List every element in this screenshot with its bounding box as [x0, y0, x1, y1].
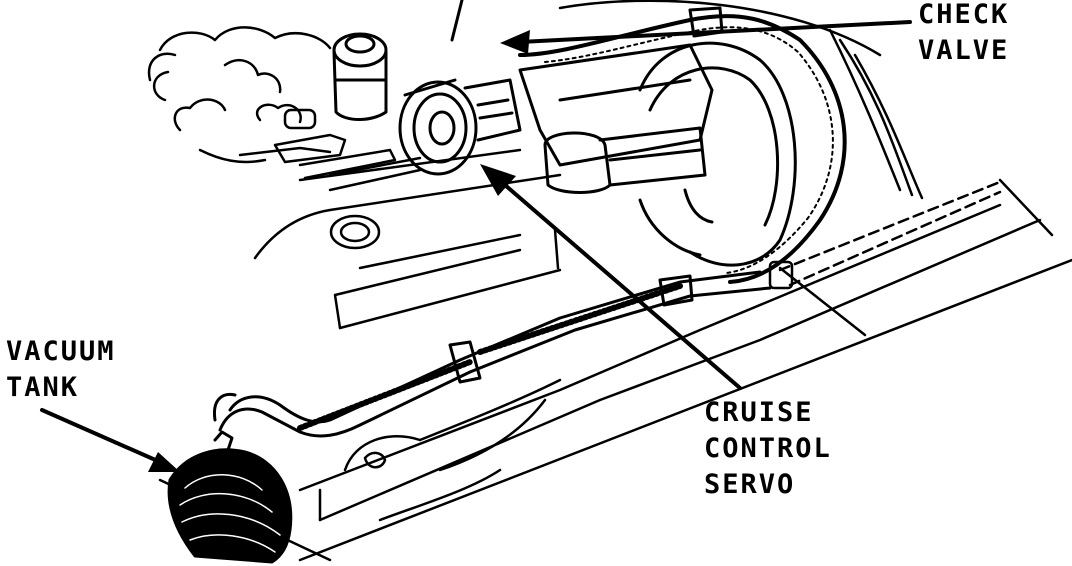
check-valve-leader — [518, 20, 912, 44]
servo-label-line-1: CRUISE — [704, 397, 814, 428]
vacuum-tank-leader — [40, 408, 162, 464]
vacuum-tank-label-line-1: VACUUM — [6, 336, 116, 367]
servo-label-line-2: CONTROL — [704, 433, 832, 464]
vacuum-tank-label-line-2: TANK — [6, 372, 80, 403]
check-valve-label: CHECK VALVE — [918, 0, 1009, 69]
check-valve-arrowhead — [500, 30, 530, 54]
master-cylinder — [518, 43, 714, 194]
check-valve-label-line-2: VALVE — [918, 35, 1010, 66]
firewall — [253, 148, 562, 330]
vacuum-tank-arrowhead — [148, 452, 180, 472]
cruise-control-servo — [398, 78, 522, 176]
fluid-reservoir — [332, 32, 388, 121]
servo-arrowhead — [480, 164, 516, 196]
leader-arrows — [40, 0, 912, 464]
brake-booster — [638, 41, 797, 267]
fender-edge — [558, 0, 924, 200]
vacuum-tank — [167, 430, 293, 564]
cruise-control-servo-label: CRUISE CONTROL SERVO — [704, 395, 832, 503]
vacuum-tank-label: VACUUM TANK — [6, 334, 116, 406]
frame-rail — [158, 203, 1072, 562]
servo-label-line-3: SERVO — [704, 469, 796, 500]
arrow-heads — [148, 30, 530, 472]
vacuum-hose-lower — [212, 270, 772, 438]
engine-carburetor — [147, 26, 422, 192]
servo-leader — [503, 183, 742, 390]
right-side-lines — [768, 178, 1054, 337]
check-valve-label-line-1: CHECK — [918, 0, 1010, 30]
